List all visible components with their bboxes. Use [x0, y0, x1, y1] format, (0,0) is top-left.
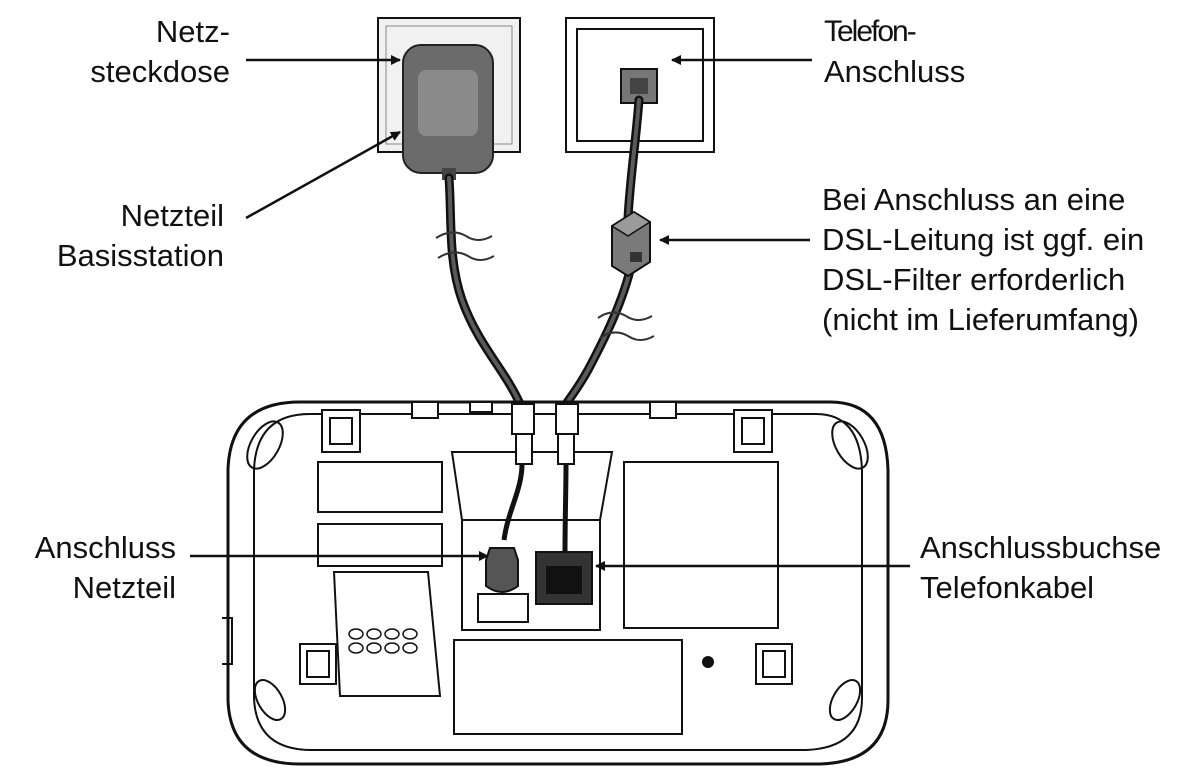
- label-line: Bei Anschluss an eine: [822, 182, 1126, 217]
- internal-cables: [501, 463, 569, 553]
- label-line: Telefon-: [824, 15, 917, 48]
- label-line: Anschlussbuchse: [920, 530, 1162, 565]
- label-line: Anschluss: [824, 54, 966, 89]
- base-station: [222, 400, 890, 766]
- label-line: steckdose: [90, 54, 230, 89]
- label-line: Netzteil: [120, 198, 224, 233]
- telephone-port: [535, 551, 593, 605]
- label-telephone-port: Anschlussbuchse Telefonkabel: [920, 528, 1190, 608]
- label-line: DSL-Leitung ist ggf. ein: [822, 222, 1145, 257]
- telephone-cable: [561, 95, 644, 409]
- cable-plugs: [511, 403, 579, 465]
- power-port: [477, 547, 529, 623]
- label-line: Netzteil: [72, 570, 176, 605]
- label-line: Netz-: [155, 14, 230, 49]
- label-power-adapter: Netzteil Basisstation: [20, 196, 224, 276]
- dsl-filter: [610, 210, 652, 278]
- keypad-dots: [348, 628, 418, 654]
- leader-arrows: [190, 55, 910, 571]
- label-line: Basisstation: [56, 238, 224, 273]
- label-dsl-filter: Bei Anschluss an eine DSL-Leitung ist gg…: [822, 180, 1192, 340]
- cable-break-marks: [435, 231, 655, 341]
- label-line: Telefonkabel: [920, 570, 1095, 605]
- power-adapter: [402, 44, 494, 180]
- label-telephone-jack: Telefon- Anschluss: [824, 12, 1004, 92]
- power-cable: [444, 173, 525, 409]
- label-line: DSL-Filter erforderlich: [822, 262, 1126, 297]
- label-power-port: Anschluss Netzteil: [4, 528, 176, 608]
- label-line: (nicht im Lieferumfang): [822, 302, 1140, 337]
- label-power-outlet: Netz- steckdose: [90, 12, 230, 92]
- label-line: Anschluss: [34, 530, 176, 565]
